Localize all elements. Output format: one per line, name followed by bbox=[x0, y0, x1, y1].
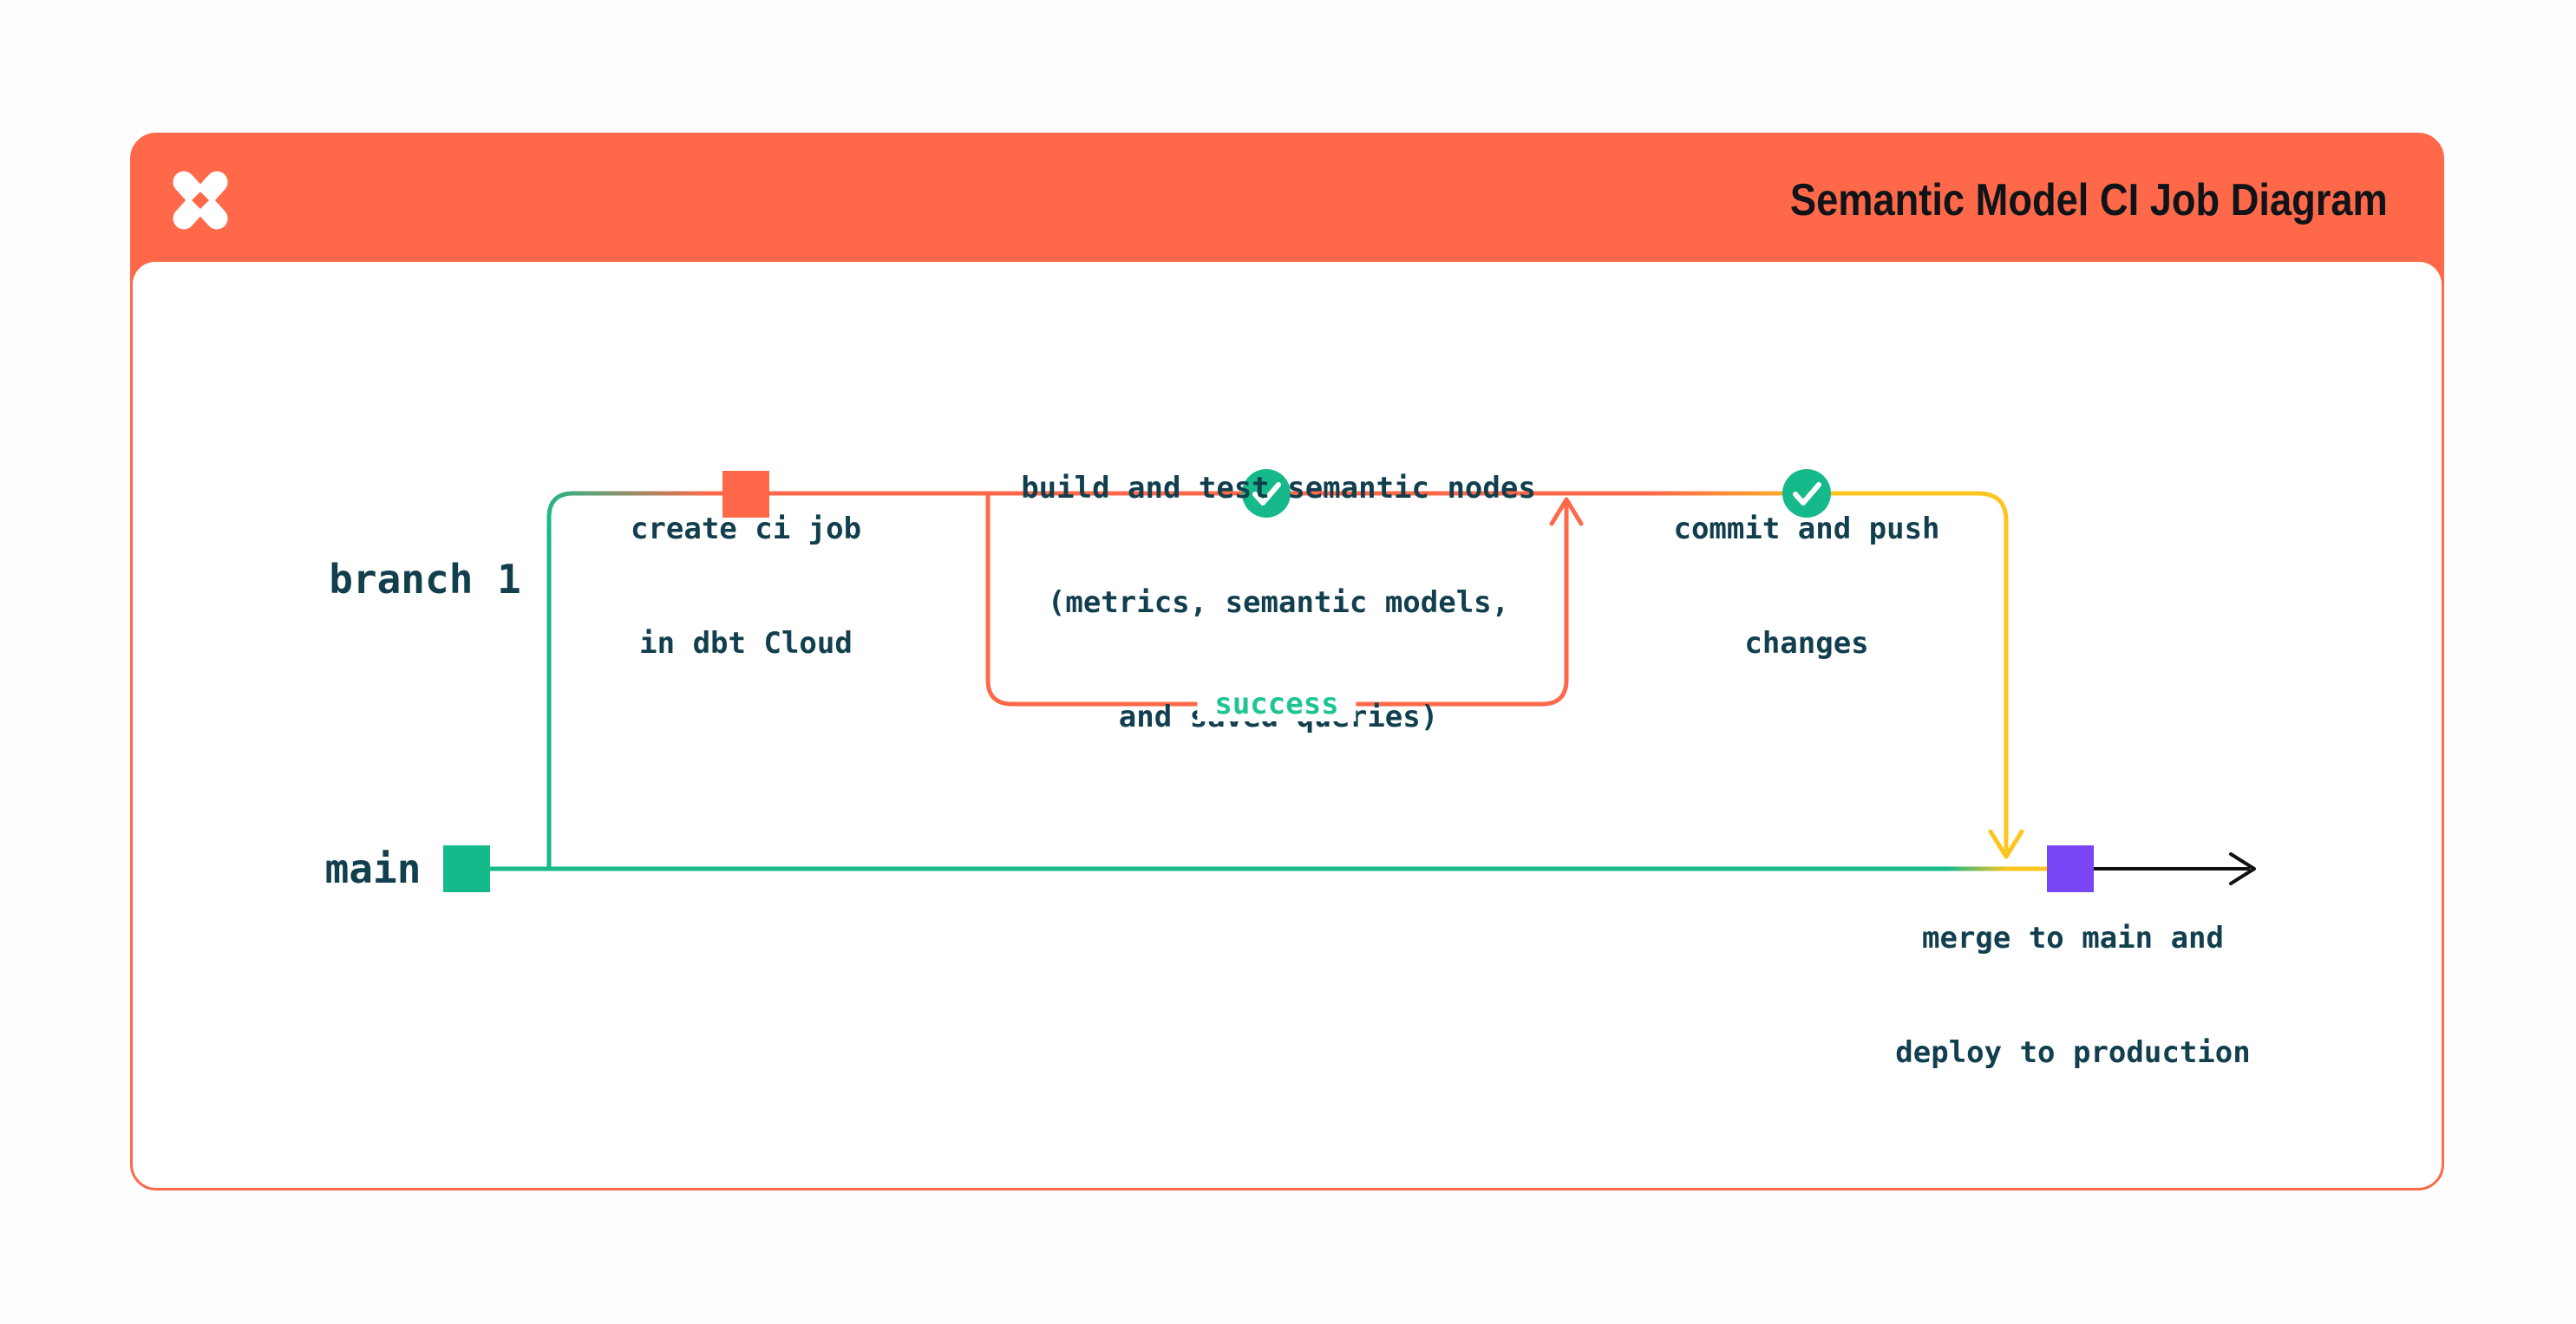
page-title: Semantic Model CI Job Diagram bbox=[1790, 175, 2388, 225]
dbt-logo-icon bbox=[173, 171, 228, 230]
card-header: Semantic Model CI Job Diagram bbox=[133, 135, 2442, 284]
diagram-card: Semantic Model CI Job Diagram bbox=[130, 133, 2444, 1190]
card-body bbox=[133, 262, 2442, 1188]
